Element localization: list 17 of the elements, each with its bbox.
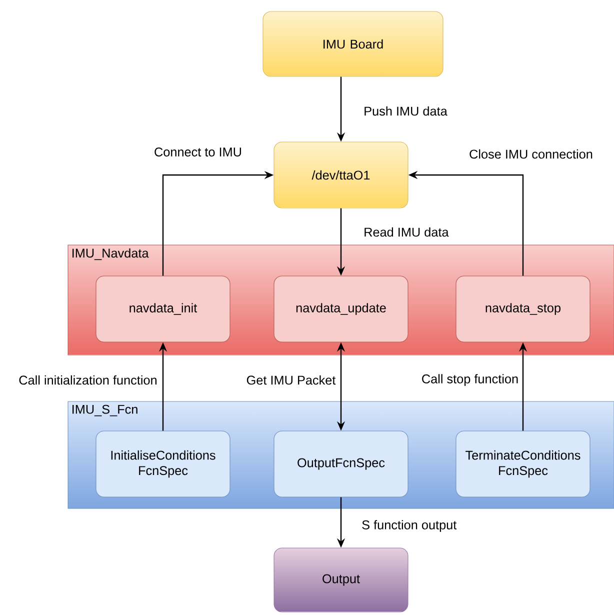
process-box: IMU Board: [262, 11, 444, 77]
edge-label: S function output: [362, 520, 457, 532]
edge-label: Call stop function: [422, 374, 518, 386]
edge-label: Close IMU connection: [470, 149, 592, 159]
process-box: navdata_update: [274, 276, 408, 342]
process-box: navdata_init: [96, 276, 230, 342]
process-box: TerminateConditions FcnSpec: [456, 430, 590, 498]
process-box: navdata_stop: [456, 276, 590, 342]
edge-label: Get IMU Packet: [246, 375, 336, 385]
process-box: Output: [274, 548, 408, 612]
edge-label: Push IMU data: [364, 106, 448, 116]
process-box: InitialiseConditions FcnSpec: [96, 430, 230, 498]
edge-label: Call initialization function: [19, 375, 156, 385]
edge-label: Read IMU data: [364, 227, 449, 237]
process-box: /dev/ttaO1: [274, 142, 408, 208]
process-box: OutputFcnSpec: [274, 430, 408, 498]
edge-label: Connect to IMU: [154, 148, 241, 156]
